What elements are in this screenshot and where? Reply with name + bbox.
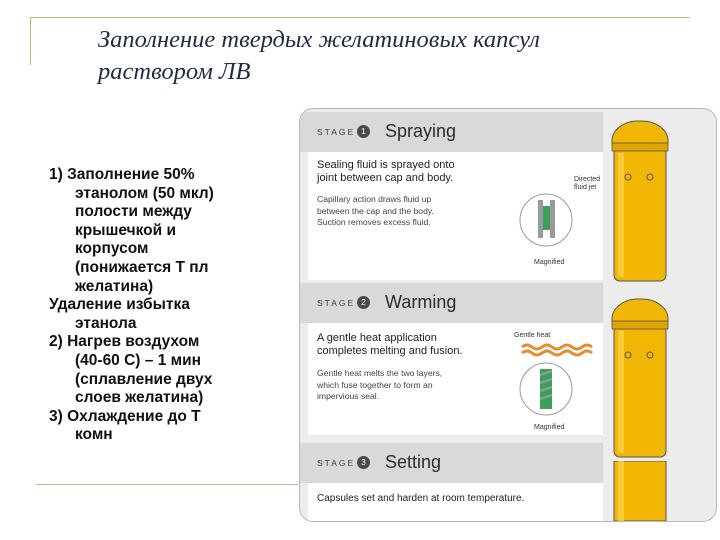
- body-line: крышечкой и: [75, 221, 176, 239]
- title-line: Заполнение твердых желатиновых капсул: [98, 26, 540, 53]
- body-line: Удаление избытка: [49, 296, 190, 314]
- lead-line: Capsules set and harden at room temperat…: [317, 493, 525, 504]
- frame-line-top: [30, 17, 690, 18]
- stage-word: STAGE: [317, 298, 356, 308]
- jet-label-line: fluid jet: [574, 184, 597, 191]
- title-line: раствором ЛВ: [98, 58, 251, 85]
- lead-line: A gentle heat application: [317, 332, 437, 344]
- stage-lead-text: Capsules set and harden at room temperat…: [317, 492, 524, 505]
- body-line: (40-60 С) – 1 мин: [75, 351, 201, 369]
- stage-word: STAGE: [317, 127, 356, 137]
- capsule-sealing-figure: STAGE 1 Spraying Sealing fluid is spraye…: [299, 108, 717, 522]
- stage-header: STAGE 1 Spraying: [300, 112, 603, 152]
- lead-line: completes melting and fusion.: [317, 345, 463, 357]
- magnified-label: Magnified: [534, 259, 565, 266]
- stage-number-badge: 3: [357, 456, 370, 469]
- lead-line: Sealing fluid is sprayed onto: [317, 159, 455, 171]
- detail-line: Gentle heat melts the two layers,: [317, 368, 443, 378]
- stage-header: STAGE 3 Setting: [300, 443, 603, 483]
- stage-content: A gentle heat application completes melt…: [308, 323, 603, 435]
- stage-lead-text: A gentle heat application completes melt…: [317, 332, 463, 358]
- detail-line: Suction removes excess fluid.: [317, 217, 431, 227]
- stage-detail-text: Gentle heat melts the two layers, which …: [317, 368, 442, 403]
- detail-line: between the cap and the body.: [317, 205, 434, 216]
- magnified-joint-icon: [519, 193, 574, 247]
- body-line: 1) Заполнение 50%: [49, 166, 195, 183]
- capsule-icon: [611, 120, 669, 282]
- stage-content: Sealing fluid is sprayed onto joint betw…: [308, 152, 603, 280]
- body-line: слоев желатина): [75, 389, 204, 407]
- stage-lead-text: Sealing fluid is sprayed onto joint betw…: [317, 159, 455, 185]
- detail-line: Capillary action draws fluid up: [317, 194, 432, 204]
- body-line: комн: [75, 426, 113, 444]
- body-text: 1) Заполнение 50% этанолом (50 мкл) поло…: [49, 166, 299, 445]
- body-line: (сплавление двух: [75, 370, 213, 388]
- stage-detail-text: Capillary action draws fluid up between …: [317, 194, 434, 229]
- body-line: 3) Охлаждение до Т: [49, 407, 201, 425]
- body-line: желатина): [75, 277, 154, 295]
- stage-word: STAGE: [317, 458, 356, 468]
- capsule-icon: [613, 461, 667, 521]
- body-line: этанолом (50 мкл): [75, 184, 214, 202]
- slide-title: Заполнение твердых желатиновых капсул ра…: [98, 24, 698, 88]
- body-line: (понижается Т пл: [75, 258, 209, 276]
- jet-label: Directed fluid jet: [574, 176, 600, 192]
- detail-line: impervious seal.: [317, 391, 380, 401]
- magnified-joint-icon: [519, 343, 593, 416]
- detail-line: which fuse together to form an: [317, 379, 433, 390]
- stage-number-badge: 1: [357, 125, 370, 138]
- stage-header: STAGE 2 Warming: [300, 283, 603, 323]
- body-line: этанола: [75, 314, 137, 332]
- stage-name: Setting: [385, 452, 442, 472]
- magnified-label: Magnified: [534, 424, 565, 431]
- stage-name: Spraying: [385, 121, 457, 141]
- stage-content: Capsules set and harden at room temperat…: [308, 483, 603, 521]
- heat-label: Gentle heat: [514, 332, 551, 339]
- capsule-icon: [611, 298, 669, 458]
- stage-number-badge: 2: [357, 296, 370, 309]
- jet-label-line: Directed: [574, 176, 601, 183]
- stage-name: Warming: [385, 292, 457, 312]
- frame-line-bottom: [36, 484, 298, 485]
- body-line: корпусом: [75, 240, 149, 258]
- frame-line-left: [30, 17, 31, 65]
- body-line: полости между: [75, 203, 192, 221]
- lead-line: joint between cap and body.: [317, 172, 454, 184]
- body-line: 2) Нагрев воздухом: [49, 333, 200, 351]
